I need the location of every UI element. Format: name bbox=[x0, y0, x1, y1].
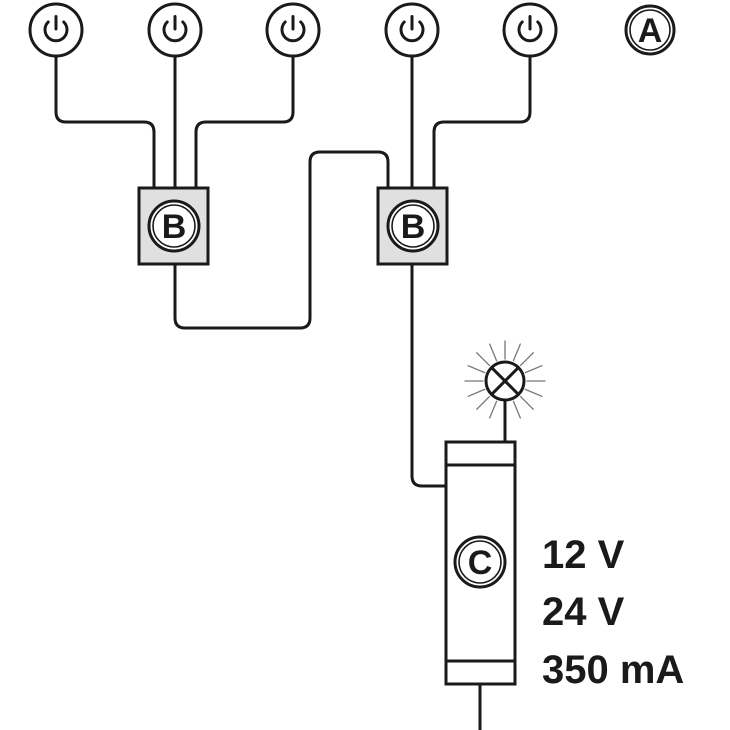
lamp-icon bbox=[484, 360, 526, 402]
lamp bbox=[464, 340, 546, 419]
power-switch-2 bbox=[147, 2, 203, 58]
power-switch-5 bbox=[502, 2, 558, 58]
wire-junction-link bbox=[173, 150, 390, 330]
wire-junction-to-driver bbox=[410, 262, 448, 488]
label-b: B bbox=[162, 208, 187, 246]
label-b: B bbox=[401, 208, 426, 246]
power-icon bbox=[280, 15, 306, 43]
junction-box-2: B bbox=[376, 186, 449, 266]
power-switch-3 bbox=[265, 2, 321, 58]
label-a: A bbox=[638, 12, 663, 50]
spec-current: 350 mA bbox=[542, 648, 684, 692]
wire-switch-5 bbox=[432, 54, 532, 192]
power-icon bbox=[43, 15, 69, 43]
power-switch-4 bbox=[384, 2, 440, 58]
label-a-badge: A bbox=[624, 4, 676, 56]
led-driver: C bbox=[444, 440, 517, 686]
spec-voltage-12: 12 V bbox=[542, 533, 625, 577]
power-icon bbox=[162, 15, 188, 43]
power-icon bbox=[399, 15, 425, 43]
wire-switch-3 bbox=[194, 54, 295, 192]
wire-switch-1 bbox=[54, 54, 156, 192]
power-switch-1 bbox=[28, 2, 84, 58]
power-icon bbox=[517, 15, 543, 43]
lamp-glow bbox=[464, 340, 546, 419]
label-c: C bbox=[468, 544, 493, 582]
spec-voltage-24: 24 V bbox=[542, 590, 625, 634]
junction-box-1: B bbox=[137, 186, 210, 266]
